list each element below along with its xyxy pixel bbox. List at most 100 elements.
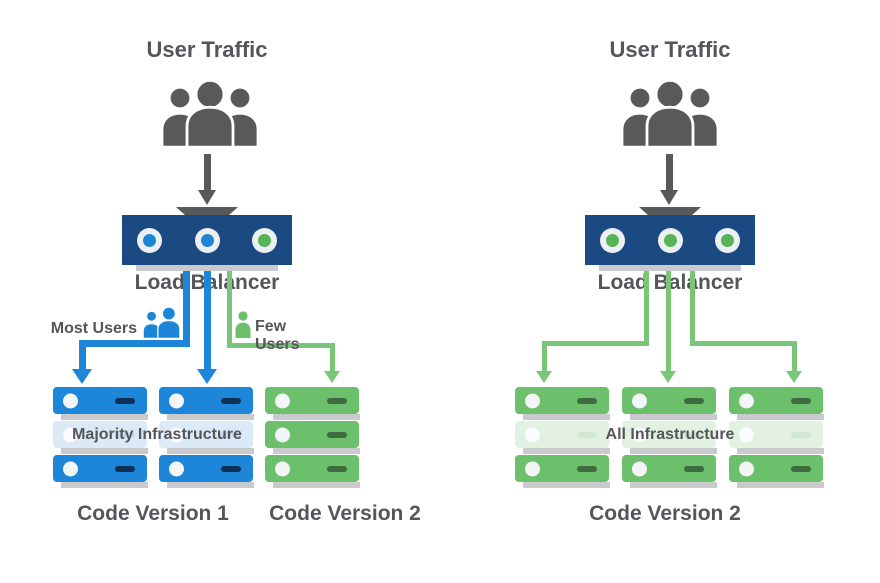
lb-port-green-icon: [252, 227, 277, 253]
lb-port-green-icon: [657, 227, 683, 253]
branch-line: [183, 265, 190, 347]
arrowhead-icon: [536, 371, 552, 383]
arrowhead-icon: [786, 371, 802, 383]
server-led-icon: [739, 427, 754, 442]
server-dash-icon: [577, 431, 597, 438]
load-balancer: [122, 215, 292, 265]
server: [159, 387, 254, 420]
lb-port-blue-icon: [194, 227, 220, 253]
branch-line: [690, 341, 797, 346]
server-dash-icon: [791, 431, 811, 438]
arrowhead-icon: [197, 369, 217, 384]
server: [729, 421, 824, 454]
server: [265, 455, 360, 488]
server-dash-icon: [221, 465, 241, 472]
lb-shadow: [136, 263, 278, 271]
branch-line: [542, 341, 649, 346]
branch-line: [79, 340, 190, 347]
server-dash-icon: [791, 465, 811, 472]
arrowhead-icon: [324, 371, 340, 383]
server-dash-icon: [327, 465, 347, 472]
most-users-icon: [142, 306, 181, 339]
server: [265, 387, 360, 420]
server: [53, 421, 148, 454]
funnel-icon: [176, 207, 238, 217]
load-balancer: [585, 215, 755, 265]
branch-line: [227, 343, 335, 348]
server-stack: [729, 387, 824, 489]
server-led-icon: [169, 393, 184, 408]
branch-line: [330, 343, 335, 372]
user-group-icon: [160, 80, 260, 148]
lb-port-green-icon: [715, 227, 740, 253]
server: [53, 455, 148, 488]
arrowhead-icon: [72, 369, 92, 384]
infrastructure-label: Majority Infrastructure: [72, 426, 242, 443]
traffic-arrow-shaft: [204, 154, 211, 191]
server: [265, 421, 360, 454]
few-users-label: Few Users: [255, 318, 300, 353]
server-stack: [265, 387, 360, 489]
server-dash-icon: [327, 431, 347, 438]
server: [622, 421, 717, 454]
infrastructure-label: All Infrastructure: [605, 426, 735, 443]
server: [622, 455, 717, 488]
most-users-label: Most Users: [50, 320, 137, 337]
server-led-icon: [739, 461, 754, 476]
server: [622, 387, 717, 420]
funnel-icon: [639, 207, 701, 217]
server-stack: [159, 387, 254, 489]
server-led-icon: [275, 393, 290, 408]
server-dash-icon: [115, 397, 135, 404]
branch-line: [227, 265, 232, 346]
server-led-icon: [632, 427, 647, 442]
few-users-icon: [235, 311, 251, 338]
server-dash-icon: [115, 465, 135, 472]
server-led-icon: [275, 427, 290, 442]
server-dash-icon: [115, 431, 135, 438]
server-led-icon: [525, 393, 540, 408]
user-traffic-label: User Traffic: [146, 37, 268, 62]
arrowhead-icon: [660, 371, 676, 383]
server-led-icon: [63, 427, 78, 442]
server-led-icon: [63, 461, 78, 476]
code-version-label: Code Version 1: [77, 502, 229, 525]
server-dash-icon: [684, 465, 704, 472]
server-dash-icon: [791, 397, 811, 404]
server: [515, 387, 610, 420]
server-stack: [622, 387, 717, 489]
user-group-icon: [620, 80, 720, 148]
server-led-icon: [632, 393, 647, 408]
server-dash-icon: [684, 431, 704, 438]
server-dash-icon: [577, 465, 597, 472]
server-dash-icon: [221, 431, 241, 438]
server-dash-icon: [577, 397, 597, 404]
server-dash-icon: [327, 397, 347, 404]
server-led-icon: [525, 427, 540, 442]
server-led-icon: [525, 461, 540, 476]
code-version-label: Code Version 2: [269, 502, 421, 525]
branch-line: [542, 341, 547, 372]
branch-line: [792, 341, 797, 372]
server-stack: [53, 387, 148, 489]
server-led-icon: [632, 461, 647, 476]
traffic-arrow-shaft: [666, 154, 673, 191]
code-version-label: Code Version 2: [589, 502, 741, 525]
branch-line: [690, 265, 695, 343]
branch-line: [666, 265, 671, 371]
server-led-icon: [169, 427, 184, 442]
server-led-icon: [169, 461, 184, 476]
server-led-icon: [275, 461, 290, 476]
server-stack: [515, 387, 610, 489]
server-led-icon: [63, 393, 78, 408]
server: [159, 421, 254, 454]
server: [729, 387, 824, 420]
traffic-arrow-icon: [198, 190, 216, 205]
branch-line: [79, 340, 86, 370]
server-dash-icon: [684, 397, 704, 404]
server: [515, 455, 610, 488]
traffic-arrow-icon: [660, 190, 678, 205]
server: [159, 455, 254, 488]
lb-shadow: [599, 263, 741, 271]
